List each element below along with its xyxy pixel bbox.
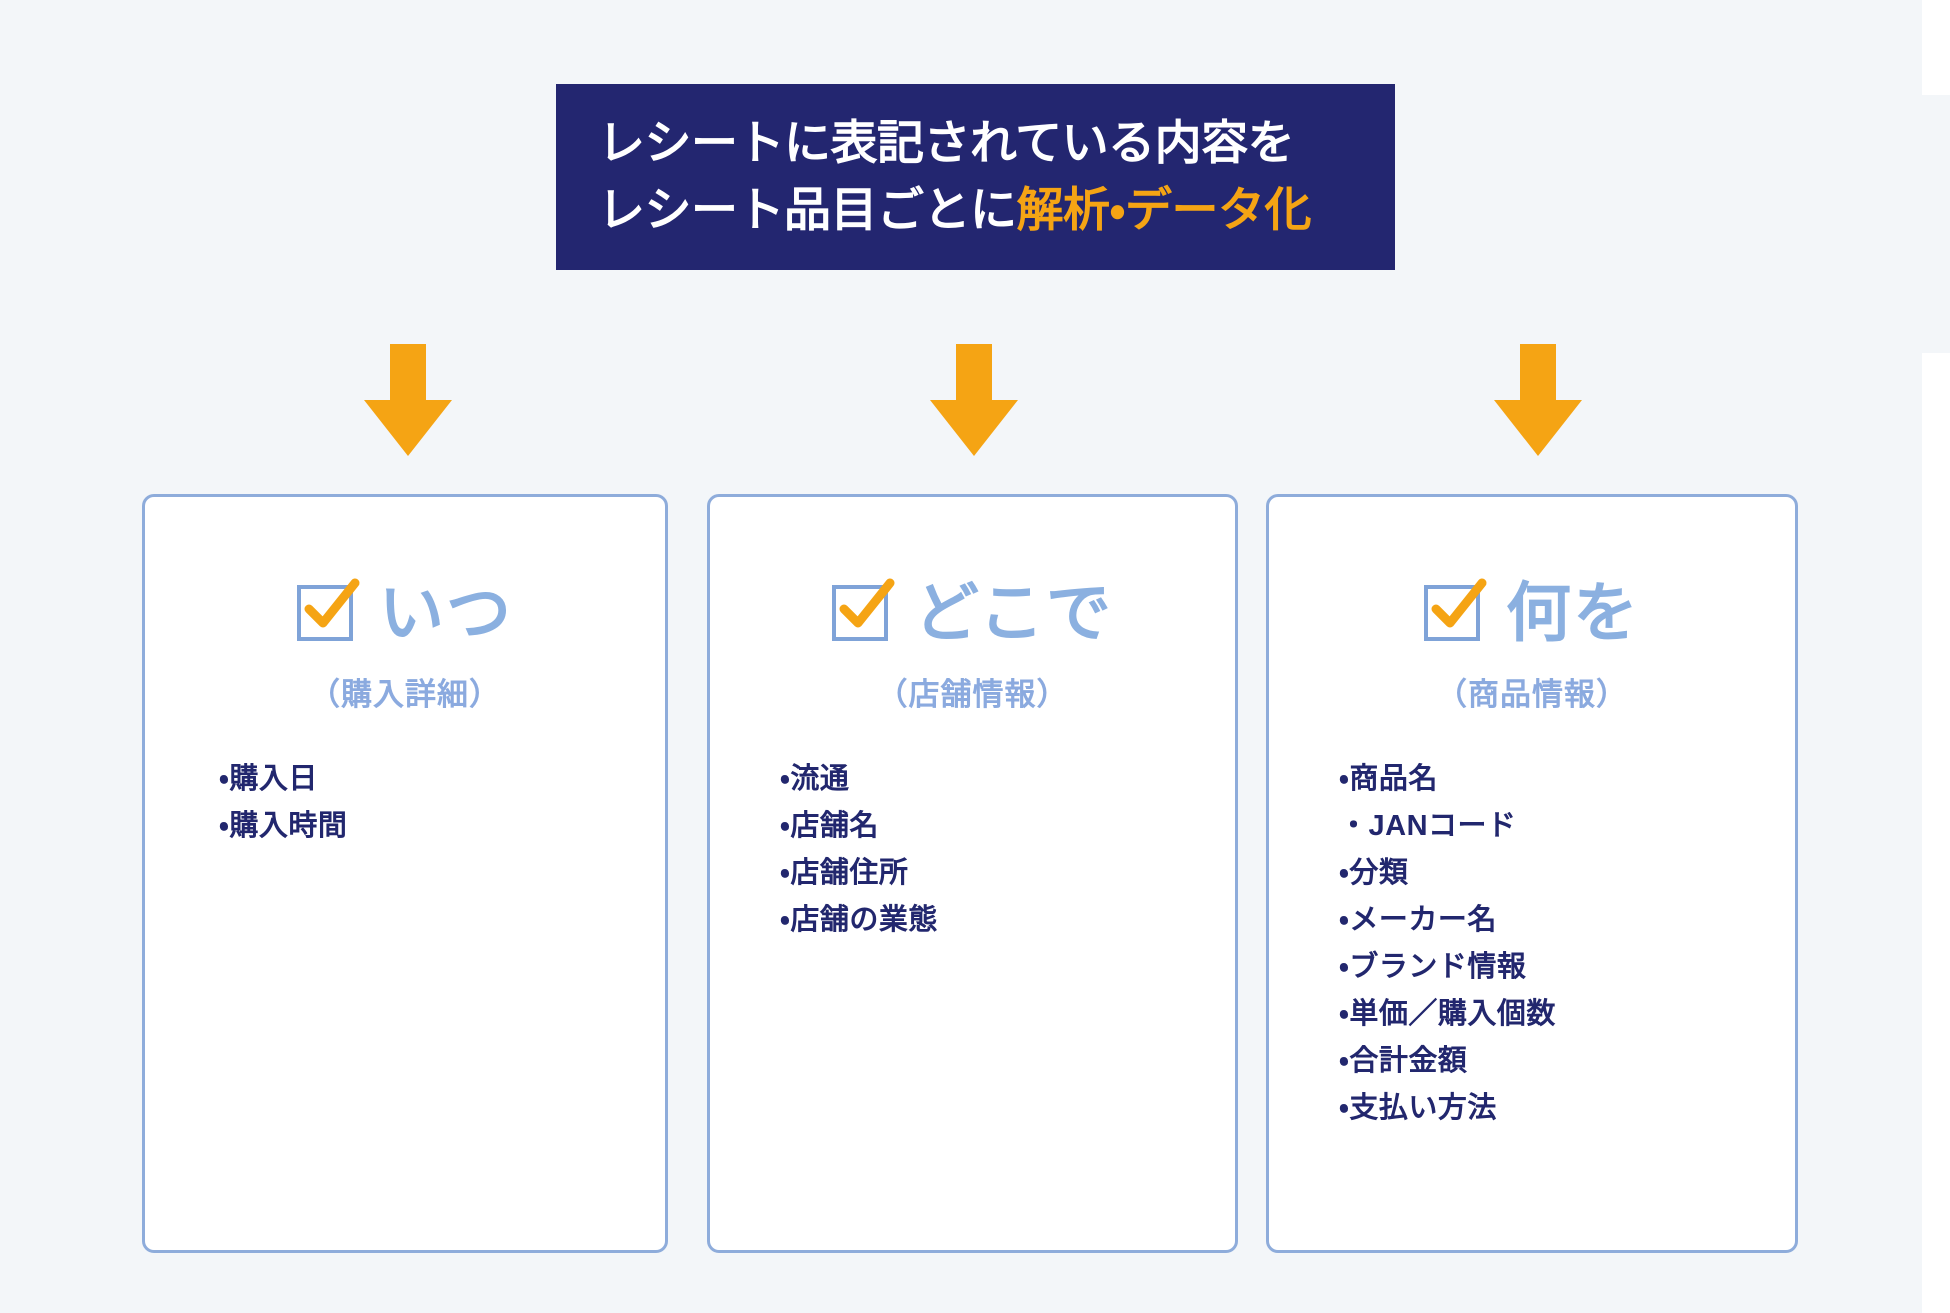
arrow-down-icon: [930, 344, 1018, 456]
list-item: ・購入時間: [219, 809, 348, 842]
card-subtitle: （店舗情報）: [876, 677, 1069, 712]
arrow-head: [1494, 400, 1582, 456]
card-title-row: どこで: [710, 576, 1235, 649]
card-when: いつ （購入詳細） ・購入日 ・購入時間: [142, 494, 668, 1253]
card-what: 何を （商品情報） ・商品名 ・JANコード ・分類 ・メーカー名 ・ブランド情…: [1266, 494, 1798, 1253]
list-item: ・購入日: [219, 763, 318, 795]
checkbox-checked-icon: [1423, 578, 1487, 641]
list-item: ・流通: [780, 763, 850, 795]
arrow-down-icon: [364, 344, 452, 456]
card-title-row: 何を: [1269, 576, 1795, 649]
card-subtitle: （購入詳細）: [309, 677, 501, 712]
list-item: ・メーカー名: [1339, 903, 1497, 936]
card-title-row: いつ: [145, 576, 665, 649]
list-item: ・単価／購入個数: [1339, 997, 1556, 1030]
list-item: ・商品名: [1339, 763, 1438, 795]
card-item-list: ・購入日 ・購入時間: [219, 756, 645, 850]
header-line-2-accent: 解析・データ化: [1016, 183, 1312, 236]
card-title: いつ: [378, 576, 513, 649]
list-item: ・分類: [1339, 856, 1409, 889]
card-item-list: ・商品名 ・JANコード ・分類 ・メーカー名 ・ブランド情報 ・単価／購入個数…: [1339, 756, 1775, 1132]
list-item: ・店舗の業態: [780, 903, 938, 936]
card-title: 何を: [1505, 576, 1640, 649]
list-item: ・JANコード: [1339, 809, 1517, 842]
header-line-2-plain: レシート品目ごとに: [598, 183, 1017, 236]
checkbox-checked-icon: [831, 578, 895, 641]
list-item: ・ブランド情報: [1339, 950, 1527, 983]
card-item-list: ・流通 ・店舗名 ・店舗住所 ・店舗の業態: [780, 756, 1215, 944]
checkbox-checked-icon: [296, 578, 360, 641]
list-item: ・店舗名: [780, 809, 879, 842]
arrow-head: [364, 400, 452, 456]
header-line-1: レシートに表記されている内容を: [598, 116, 1295, 170]
list-item: ・支払い方法: [1339, 1091, 1497, 1124]
card-subtitle: （商品情報）: [1436, 677, 1628, 712]
card-title: どこで: [913, 576, 1114, 649]
arrow-head: [930, 400, 1018, 456]
list-item: ・合計金額: [1339, 1044, 1468, 1077]
header-banner: レシートに表記されている内容を レシート品目ごとに解析・データ化: [556, 84, 1395, 270]
header-line-2: レシート品目ごとに解析・データ化: [598, 177, 1395, 244]
arrow-down-icon: [1494, 344, 1582, 456]
list-item: ・店舗住所: [780, 856, 909, 889]
card-where: どこで （店舗情報） ・流通 ・店舗名 ・店舗住所 ・店舗の業態: [707, 494, 1238, 1253]
right-edge-band: [1922, 95, 1950, 353]
